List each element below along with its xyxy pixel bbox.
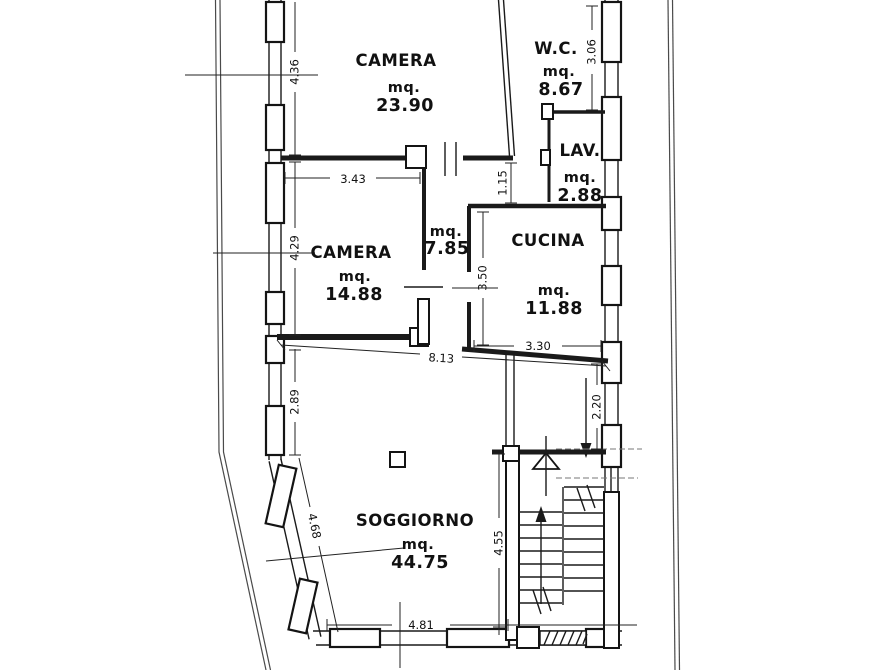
stair-up-arrow: [535, 506, 547, 522]
room-unit: mq.: [402, 537, 435, 553]
dim-cucina-width: 3.30: [525, 339, 551, 353]
room-label-soggiorno: SOGGIORNO mq. 44.75: [356, 511, 474, 573]
wall-pillar: [516, 626, 540, 649]
room-unit: mq.: [339, 269, 372, 285]
dim-soggiorno-width: 8.13: [428, 350, 454, 366]
door-jamb: [541, 103, 554, 120]
dim-camera2-width: 3.43: [340, 172, 366, 186]
wall-pillar: [405, 145, 427, 169]
dim-camera1-height: 4.36: [288, 59, 302, 85]
room-area: 2.88: [557, 186, 602, 206]
door-jamb: [540, 149, 551, 166]
dim-camera2-height: 4.29: [288, 235, 302, 261]
window: [600, 264, 623, 307]
room-area: 44.75: [391, 553, 449, 573]
window: [600, 195, 623, 232]
room-unit: mq.: [538, 283, 571, 299]
window: [264, 161, 286, 225]
room-unit: mq.: [543, 64, 576, 80]
dim-wall-diagonal: 4.68: [305, 512, 324, 540]
room-labels: CAMERA mq. 23.90 W.C. mq. 8.67 LAV. mq. …: [310, 39, 602, 573]
room-area: 7.85: [424, 239, 469, 259]
dim-bottom-width: 4.81: [408, 618, 434, 632]
window: [445, 627, 511, 649]
stair-down-arrow: [580, 443, 592, 458]
room-label-corridoio: mq. 7.85: [424, 224, 469, 259]
room-area: 8.67: [538, 80, 583, 100]
wall-pillar: [502, 445, 520, 462]
window: [264, 290, 286, 326]
projection-dashed-line: [556, 448, 642, 479]
dim-cucina-height: 3.50: [476, 265, 490, 291]
room-name: CAMERA: [310, 243, 391, 262]
stair-steps-right: [564, 486, 604, 592]
dim-wall-left-lower: 2.89: [288, 389, 302, 415]
lot-boundary: [214, 0, 681, 670]
window: [264, 463, 298, 529]
window: [600, 0, 623, 64]
room-name: LAV.: [559, 141, 600, 160]
piers: [389, 103, 620, 649]
stairs: [519, 378, 642, 615]
interior-walls: [277, 0, 609, 455]
window: [287, 577, 319, 635]
dim-corridor-width: 1.15: [496, 170, 510, 196]
hatched-wall-section: [539, 630, 588, 646]
stair-right-wall: [603, 491, 620, 649]
room-label-lav: LAV. mq. 2.88: [557, 141, 602, 206]
room-area: 23.90: [376, 96, 434, 116]
room-area: 11.88: [525, 299, 583, 319]
room-name: CUCINA: [511, 231, 584, 250]
room-name: CAMERA: [355, 51, 436, 70]
dim-landing-height: 2.20: [590, 394, 604, 420]
room-name: SOGGIORNO: [356, 511, 474, 530]
room-unit: mq.: [388, 80, 421, 96]
window: [328, 627, 382, 649]
column: [389, 451, 406, 468]
dim-wc-height: 3.06: [585, 39, 599, 65]
window: [264, 103, 286, 152]
window: [600, 423, 623, 469]
dimension-labels: 4.36 4.29 2.89 3.43 1.15 3.06 3.50 3.30 …: [288, 39, 604, 632]
stair-break-mark: [532, 586, 552, 615]
room-label-wc: W.C. mq. 8.67: [534, 39, 583, 100]
door-leaf: [417, 298, 430, 345]
room-label-cucina: CUCINA mq. 11.88: [511, 231, 584, 319]
window: [264, 334, 286, 365]
room-unit: mq.: [430, 224, 463, 240]
room-label-camera1: CAMERA mq. 23.90: [355, 51, 436, 116]
windows: [264, 0, 623, 649]
room-label-camera2: CAMERA mq. 14.88: [310, 243, 391, 305]
room-name: W.C.: [534, 39, 578, 58]
stair-left-wall: [505, 451, 520, 641]
window: [600, 95, 623, 162]
stair-break-mark: [576, 484, 596, 512]
dimension-lines: [185, 2, 637, 668]
window: [264, 404, 286, 457]
dim-stairwell-height: 4.55: [492, 530, 506, 556]
room-unit: mq.: [564, 170, 597, 186]
room-area: 14.88: [325, 285, 383, 305]
window: [264, 0, 286, 44]
